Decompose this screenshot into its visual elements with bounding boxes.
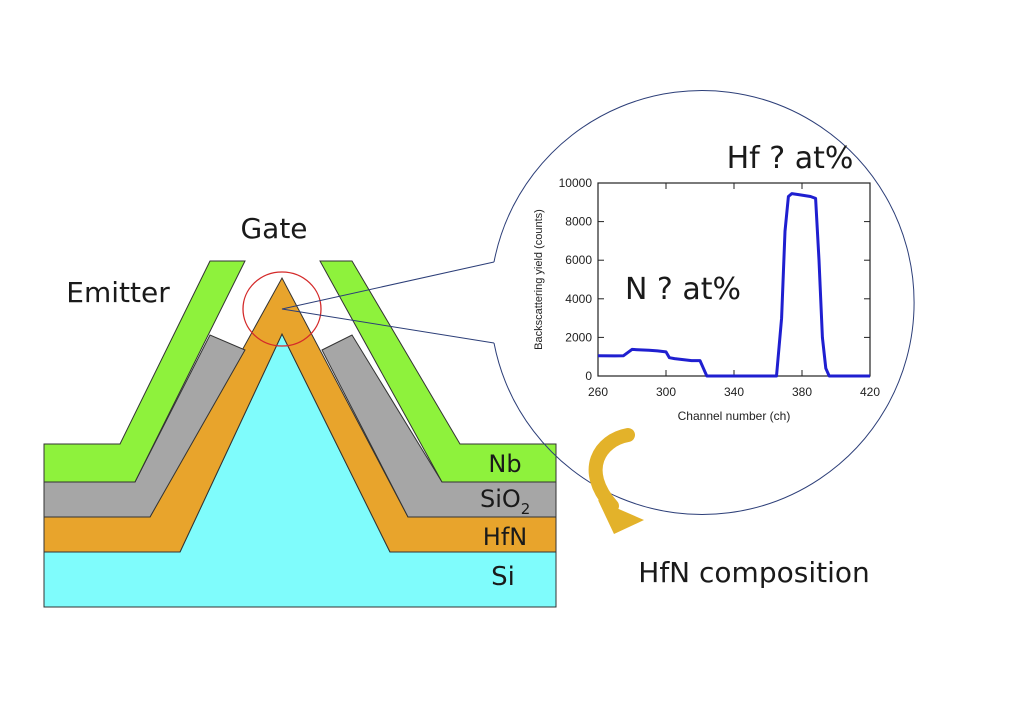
y-tick-label: 10000 <box>559 176 593 190</box>
composition-arrow-icon <box>588 428 644 534</box>
callout-circle <box>493 90 915 515</box>
y-tick-label: 2000 <box>565 330 592 344</box>
series-line <box>597 192 870 378</box>
x-tick-label: 420 <box>860 385 880 399</box>
x-axis-label: Channel number (ch) <box>678 409 791 423</box>
tip-highlight-circle <box>242 271 322 347</box>
nb-gate-layer-right <box>319 260 557 483</box>
gate-label: Gate <box>240 212 307 245</box>
chart-ticks: 260 300 340 380 420 0 2000 4000 6000 8000 10000 <box>559 176 881 399</box>
x-tick-label: 260 <box>588 385 608 399</box>
x-tick-label: 300 <box>656 385 676 399</box>
si-label: Si <box>491 562 515 592</box>
device-cross-section <box>43 260 557 608</box>
callout-bubble <box>281 90 915 515</box>
nb-gate-layer-left <box>43 260 246 483</box>
y-tick-label: 0 <box>585 369 592 383</box>
y-tick-label: 8000 <box>565 215 592 229</box>
y-tick-label: 6000 <box>565 253 592 267</box>
nb-label: Nb <box>488 450 521 478</box>
y-axis-label: Backscattering yield (counts) <box>533 209 545 350</box>
callout-pointer-lines <box>281 261 495 344</box>
y-tick-label: 4000 <box>565 292 592 306</box>
emitter-label: Emitter <box>66 276 170 309</box>
x-tick-label: 380 <box>792 385 812 399</box>
rbs-spectrum-chart: 260 300 340 380 420 0 2000 4000 6000 8000 10000 Ch… <box>533 176 880 423</box>
hfn-label: HfN <box>483 523 527 551</box>
sio2-label: SiO2 <box>480 485 530 518</box>
hfn-composition-label: HfN composition <box>638 556 869 589</box>
hf-at-percent-label: Hf ? at% <box>727 141 854 176</box>
sio2-label-main: SiO <box>480 485 521 513</box>
sio2-label-subscript: 2 <box>521 500 531 518</box>
x-tick-label: 340 <box>724 385 744 399</box>
n-at-percent-label: N ? at% <box>625 272 741 307</box>
